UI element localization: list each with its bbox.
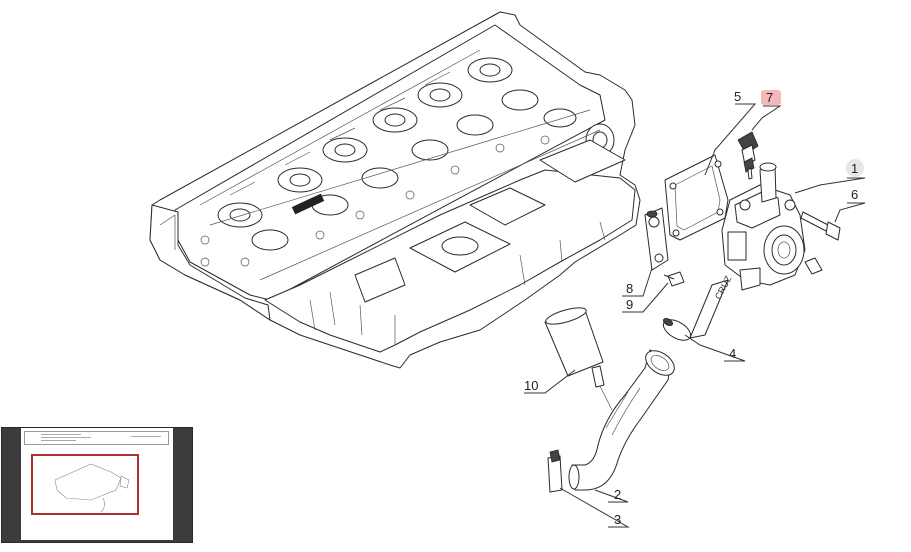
callout-5[interactable]: 5 [734,89,741,104]
thumbnail-header-line [41,437,91,438]
callout-6[interactable]: 6 [851,187,858,202]
callout-4[interactable]: 4 [729,346,736,361]
callout-labels: 5 7 1 6 8 9 4 10 2 3 [524,89,864,527]
callout-1-marker [846,159,864,177]
bolt-part-9[interactable] [663,271,685,287]
filter-cartridge-part-10[interactable] [544,304,613,411]
gasket-part-5[interactable] [664,154,729,241]
cylinder-head-drawing [149,11,641,369]
thumbnail-page [21,428,173,540]
thumbnail-title-block [24,431,169,445]
callout-2[interactable]: 2 [614,487,621,502]
callout-8[interactable]: 8 [626,281,633,296]
leader-lines [524,103,866,528]
thumbnail-viewport-frame[interactable] [31,454,139,515]
bracket-part-8[interactable] [644,207,669,271]
callout-10[interactable]: 10 [524,378,538,393]
temperature-sensor-part-7[interactable] [737,131,759,180]
hose-clamp-part-3[interactable] [547,449,563,493]
callout-9[interactable]: 9 [626,297,633,312]
callout-7-highlight [761,90,781,105]
page-navigator-thumbnail[interactable] [1,427,193,543]
callout-1[interactable]: 1 [851,161,858,176]
thumbnail-header-line [41,434,81,435]
coolant-hose-part-2[interactable] [568,346,679,491]
bolt-part-6[interactable] [800,211,841,275]
thumbnail-drawing [54,463,130,513]
callout-7[interactable]: 7 [766,90,773,105]
callout-3[interactable]: 3 [614,512,621,527]
thumbnail-header-line [41,440,76,441]
thumbnail-header-line [131,436,161,437]
thermostat-housing-part-1[interactable] [721,162,806,291]
hose-clamp-part-4[interactable] [660,316,694,345]
outlet-pipe: CRUZ [689,274,734,339]
